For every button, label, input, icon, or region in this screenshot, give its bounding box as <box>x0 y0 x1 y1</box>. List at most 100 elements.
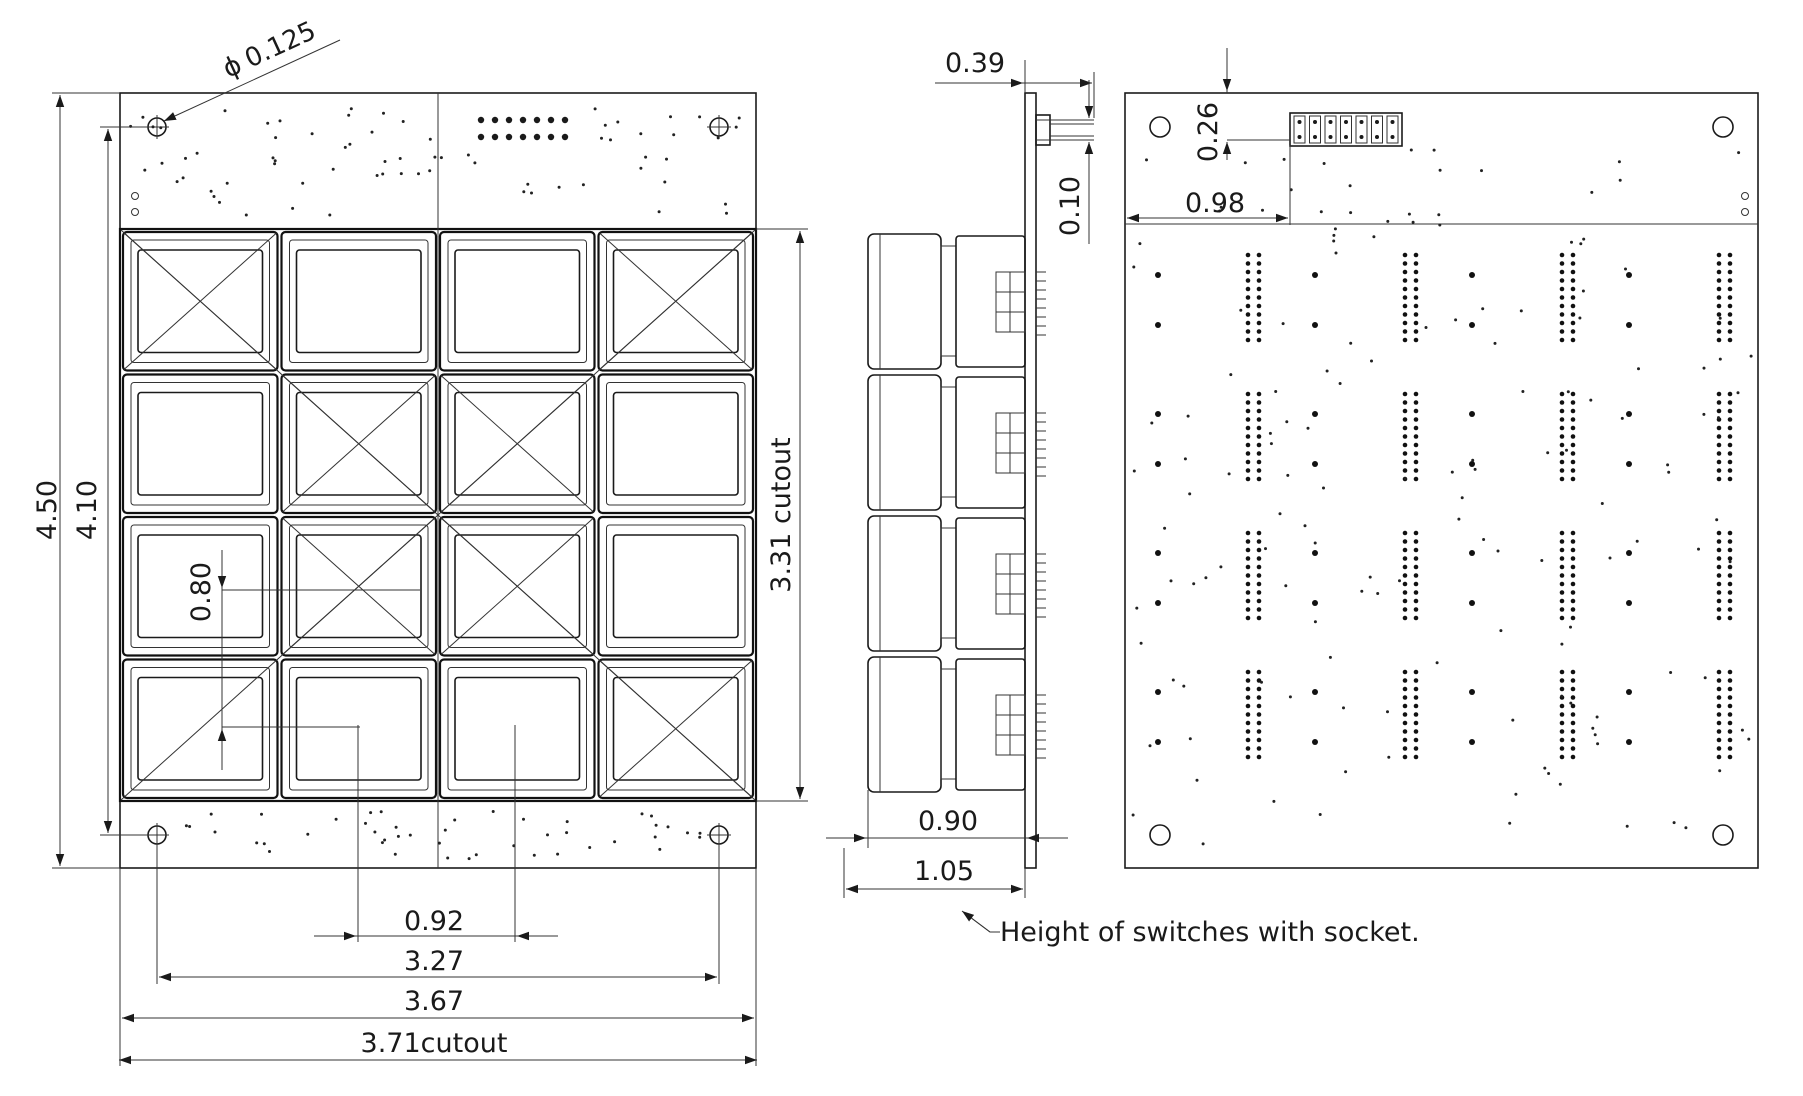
via <box>1717 416 1720 420</box>
switch-pin <box>1402 564 1408 570</box>
switch-pin <box>1245 425 1251 431</box>
via <box>1547 772 1551 775</box>
via <box>1540 559 1544 562</box>
switch-pin <box>1727 530 1733 536</box>
switch-pin <box>1245 615 1251 621</box>
switch-pin <box>1245 476 1251 482</box>
switch-peg <box>1469 550 1475 556</box>
via <box>209 189 213 193</box>
header-pin <box>1390 135 1395 139</box>
switch-pin <box>1245 581 1251 587</box>
via <box>1332 239 1336 243</box>
via <box>474 853 478 857</box>
switch-pin <box>1413 252 1419 258</box>
switch-peg <box>1155 739 1161 745</box>
switch-pin <box>1727 669 1733 675</box>
header-pin <box>1344 135 1348 139</box>
via <box>613 840 617 844</box>
via <box>1608 556 1612 560</box>
via <box>1386 219 1390 223</box>
switch-pin <box>1245 295 1251 300</box>
via <box>188 825 192 828</box>
side-switch <box>867 233 1046 370</box>
switch-pin <box>1402 329 1408 334</box>
via <box>1482 538 1486 541</box>
switch-pin <box>1559 720 1565 726</box>
switch-pin <box>1727 417 1733 422</box>
switch-pin <box>1413 442 1419 448</box>
header-pin <box>1359 135 1364 139</box>
via <box>268 850 271 853</box>
switch-pin <box>1727 746 1733 751</box>
via <box>1186 414 1190 418</box>
via <box>1145 158 1148 162</box>
via <box>1740 728 1744 732</box>
via <box>428 169 432 173</box>
switch-pin <box>1559 451 1565 456</box>
switch-pin <box>1402 286 1408 292</box>
via <box>1595 715 1599 719</box>
switch-peg <box>1469 322 1475 328</box>
switch-pin <box>1402 408 1408 414</box>
switch-pin <box>1402 391 1408 397</box>
switch-peg <box>1626 739 1632 745</box>
dim-header-y: 0.26 <box>1193 48 1290 162</box>
switch-pin <box>1559 434 1565 439</box>
switch-pin <box>1570 337 1576 343</box>
switch-pin <box>1727 686 1733 692</box>
switch-pin <box>1727 252 1733 258</box>
via <box>616 120 620 124</box>
via <box>453 818 457 822</box>
via <box>1457 517 1461 521</box>
via-ring <box>131 192 139 200</box>
switch-pin <box>1413 400 1419 405</box>
switch-pin <box>1256 425 1262 431</box>
via <box>271 156 275 160</box>
via <box>212 195 216 198</box>
dim-hole-span: 3.27 <box>156 845 720 984</box>
switch-pin <box>1402 451 1408 456</box>
via <box>1328 655 1332 659</box>
via <box>1227 472 1231 476</box>
via <box>1570 240 1573 244</box>
via <box>1313 541 1317 545</box>
switch-pin <box>1716 252 1722 258</box>
key-bevel <box>447 239 587 363</box>
switch-pin <box>1256 686 1262 692</box>
switch-pin <box>1570 286 1576 292</box>
via <box>1411 220 1415 224</box>
switch-pin <box>1245 686 1251 692</box>
via <box>1618 178 1622 182</box>
switch-pin <box>1570 746 1576 751</box>
switch-pin <box>1727 320 1733 326</box>
switch-pin <box>1716 573 1722 578</box>
key-cap <box>121 658 279 800</box>
via <box>1409 148 1413 152</box>
switch-peg <box>1312 322 1318 328</box>
switch-pin <box>1727 539 1733 544</box>
via <box>1624 267 1627 271</box>
mounting-hole-top-left <box>145 115 169 139</box>
switch-pin <box>1245 678 1251 683</box>
switch-pin <box>1716 434 1722 439</box>
switch-pin <box>1402 539 1408 544</box>
via <box>306 832 310 836</box>
header-housing <box>1289 112 1403 147</box>
switch-pin <box>1256 295 1262 300</box>
via <box>1424 326 1428 329</box>
via <box>1281 322 1285 326</box>
dim-header-x-label: 0.98 <box>1185 188 1245 219</box>
switch-peg <box>1155 689 1161 695</box>
via <box>1333 227 1337 231</box>
via <box>1718 769 1722 773</box>
via <box>588 846 592 849</box>
header-pin <box>519 116 527 124</box>
via <box>260 812 263 816</box>
switch-pin <box>1570 712 1576 717</box>
key-face <box>137 534 264 639</box>
key-outer <box>438 658 596 800</box>
switch-pin <box>1559 729 1565 734</box>
dim-key-height-label: 0.80 <box>186 562 217 622</box>
key-outer <box>597 658 755 800</box>
header-pin <box>1313 135 1317 139</box>
